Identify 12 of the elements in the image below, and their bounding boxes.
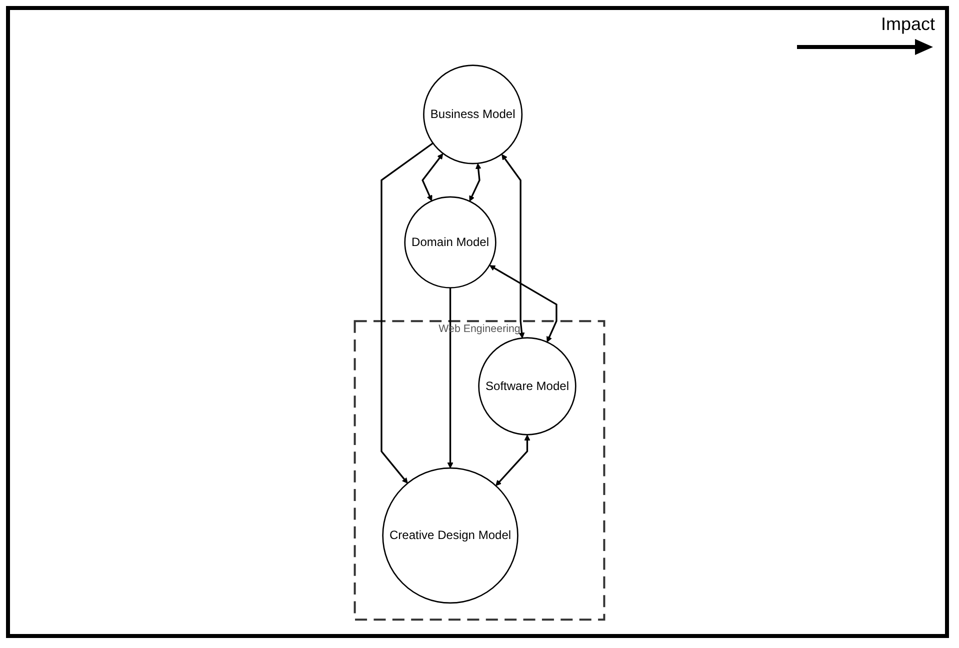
arrow bbox=[469, 163, 482, 202]
legend-label: Impact bbox=[880, 14, 935, 35]
node-circle: Creative Design Model bbox=[382, 467, 518, 604]
arrow bbox=[422, 153, 444, 202]
node-circle: Software Model bbox=[478, 337, 576, 436]
arrow bbox=[447, 288, 454, 468]
node-circle: Domain Model bbox=[404, 196, 496, 288]
arrow bbox=[380, 142, 434, 484]
arrow bbox=[496, 434, 530, 486]
arrow bbox=[502, 154, 525, 338]
arrow bbox=[489, 265, 558, 342]
node-circle: Business Model bbox=[423, 64, 523, 164]
